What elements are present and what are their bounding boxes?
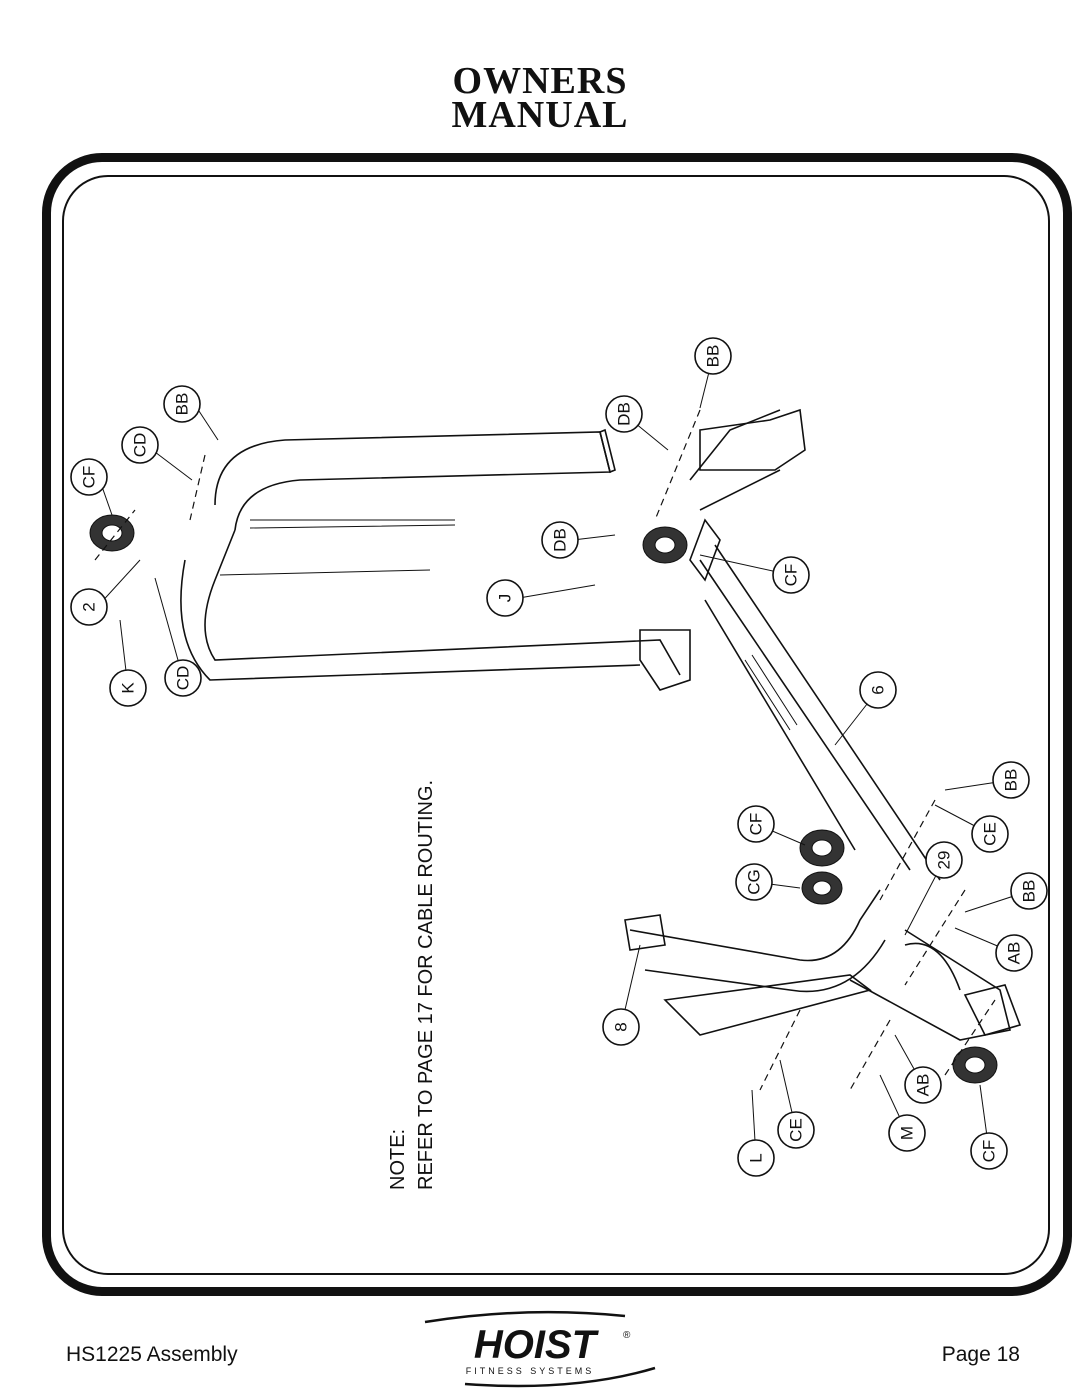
callout-db-1: DB — [605, 395, 643, 433]
callout-l: L — [737, 1139, 775, 1177]
logo-subtext: FITNESS SYSTEMS — [466, 1366, 595, 1376]
callout-cd-1: CD — [121, 426, 159, 464]
lower-frame — [624, 889, 1022, 1041]
diagonal-tube — [699, 544, 941, 881]
callout-8: 8 — [602, 1008, 640, 1046]
callout-label: CF — [80, 466, 99, 489]
callout-label: 29 — [935, 851, 954, 870]
leader-lines — [97, 355, 1030, 1159]
callout-label: CF — [747, 813, 766, 836]
callout-cf-4: CF — [970, 1132, 1008, 1170]
logo-wordmark: HOIST — [474, 1323, 600, 1367]
pulley-lower-right — [952, 1046, 998, 1084]
callout-j: J — [486, 579, 524, 617]
page-number: Page 18 — [941, 1343, 1020, 1366]
logo-registered-mark: ® — [623, 1330, 631, 1341]
callout-cf-2: CF — [772, 556, 810, 594]
callout-label: CE — [981, 822, 1000, 846]
callout-bb-1: BB — [163, 385, 201, 423]
callout-label: 6 — [869, 685, 888, 694]
callout-6: 6 — [859, 671, 897, 709]
callout-cf-3: CF — [737, 805, 775, 843]
callout-ce-2: CE — [777, 1111, 815, 1149]
note-body: REFER TO PAGE 17 FOR CABLE ROUTING. — [415, 780, 437, 1190]
callout-label: K — [119, 682, 138, 694]
diagram-frame-outer — [42, 153, 1072, 1296]
callout-k: K — [109, 669, 147, 707]
callout-label: BB — [704, 345, 723, 368]
callout-label: 2 — [80, 602, 99, 611]
title-line-1: OWNERS — [452, 60, 628, 102]
callout-label: CE — [787, 1118, 806, 1142]
callout-label: CD — [131, 433, 150, 458]
callout-ab-2: AB — [904, 1066, 942, 1104]
callout-m: M — [888, 1114, 926, 1152]
note-heading: NOTE: — [387, 1129, 409, 1190]
callout-db-2: DB — [541, 521, 579, 559]
callout-label: J — [496, 594, 515, 603]
pulley-upper-right — [642, 526, 688, 564]
upper-frame — [180, 408, 806, 691]
footer-model-label: HS1225 Assembly — [66, 1343, 238, 1366]
callout-label: CG — [745, 869, 764, 895]
callout-label: BB — [1002, 769, 1021, 792]
diagram-frame-inner — [62, 175, 1050, 1275]
pulley-cg — [801, 871, 843, 905]
callout-29: 29 — [925, 841, 963, 879]
callout-label: M — [898, 1126, 917, 1140]
callout-ab-1: AB — [995, 934, 1033, 972]
callout-bb-4: BB — [1010, 872, 1048, 910]
callout-cf-1: CF — [70, 458, 108, 496]
callout-ce-1: CE — [971, 815, 1009, 853]
callout-label: CD — [174, 666, 193, 691]
callout-label: CF — [980, 1140, 999, 1163]
callout-label: L — [747, 1153, 766, 1162]
callout-2: 2 — [70, 588, 108, 626]
title-line-2: MANUAL — [451, 94, 629, 136]
callout-bb-3: BB — [992, 761, 1030, 799]
cable-routing-note: NOTE: REFER TO PAGE 17 FOR CABLE ROUTING… — [387, 780, 437, 1190]
callout-label: AB — [914, 1074, 933, 1097]
pulley-cf-mid — [799, 829, 845, 867]
callout-label: BB — [1020, 880, 1039, 903]
callout-label: 8 — [612, 1022, 631, 1031]
assembly-lines — [94, 409, 996, 1091]
callout-cd-2: CD — [164, 659, 202, 697]
hoist-logo: HOIST ® FITNESS SYSTEMS — [424, 1310, 656, 1388]
callout-label: CF — [782, 564, 801, 587]
page-title: OWNERS MANUAL — [0, 60, 1080, 136]
callout-label: BB — [173, 393, 192, 416]
callout-label: DB — [615, 402, 634, 426]
callout-label: AB — [1005, 942, 1024, 965]
pulley-upper-left — [89, 514, 135, 552]
callouts: CF CD BB 2 K CD BB DB DB J CF 6 BB CE CF… — [70, 337, 1048, 1177]
callout-label: DB — [551, 528, 570, 552]
callout-cg: CG — [735, 863, 773, 901]
callout-bb-2: BB — [694, 337, 732, 375]
